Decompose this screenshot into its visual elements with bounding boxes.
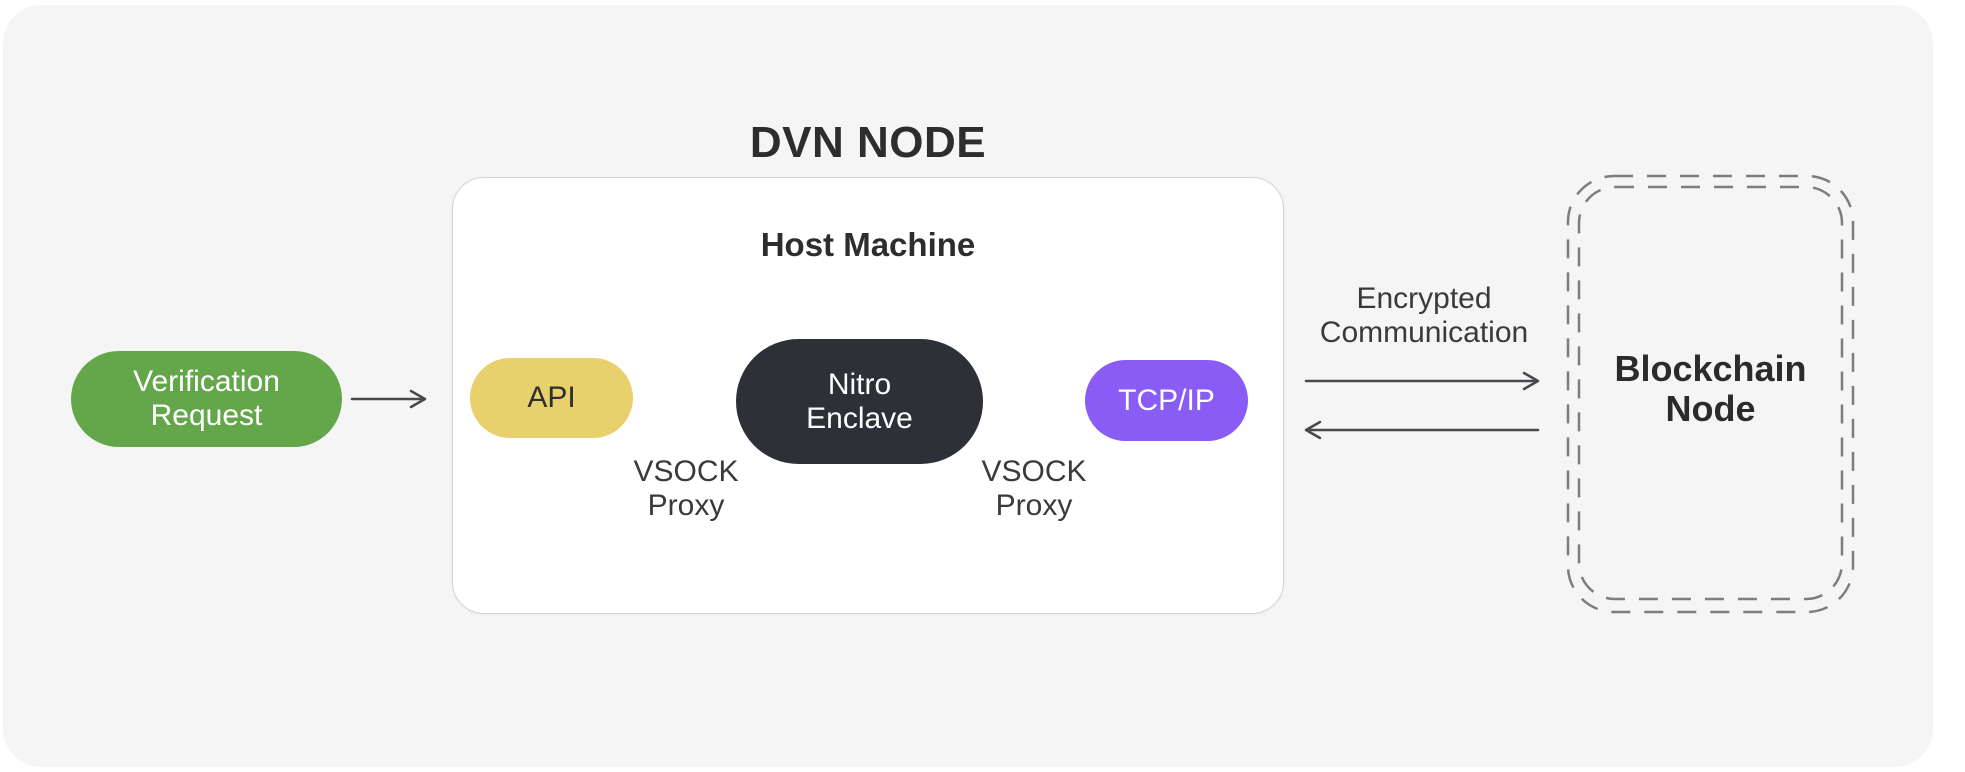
vsock-proxy-right-line2: Proxy — [995, 489, 1073, 522]
nitro-enclave-label-line2: Enclave — [806, 401, 913, 435]
vsock-proxy-left-line1: VSOCK — [633, 455, 739, 488]
verification-request-label-line1: Verification — [133, 365, 280, 398]
blockchain-node-label: Blockchain Node — [1568, 349, 1853, 429]
blockchain-node-line1: Blockchain — [1614, 348, 1807, 389]
nitro-enclave-node: Nitro Enclave — [736, 339, 983, 464]
vsock-proxy-left-line2: Proxy — [647, 489, 725, 522]
vsock-proxy-label-left: VSOCK Proxy — [576, 455, 796, 523]
diagram-title: DVN NODE — [749, 118, 987, 167]
vsock-proxy-right-line1: VSOCK — [981, 455, 1087, 488]
encrypted-communication-label: Encrypted Communication — [1264, 282, 1584, 350]
verification-request-node: Verification Request — [71, 351, 342, 447]
encrypted-communication-line2: Communication — [1319, 316, 1529, 349]
tcp-ip-label: TCP/IP — [1118, 383, 1215, 417]
api-node: API — [470, 358, 633, 438]
api-label: API — [527, 381, 576, 414]
blockchain-node-line2: Node — [1665, 388, 1756, 429]
nitro-enclave-label-line1: Nitro — [827, 367, 892, 401]
verification-request-label-line2: Request — [150, 399, 263, 432]
host-machine-title: Host Machine — [760, 226, 976, 263]
tcp-ip-node: TCP/IP — [1085, 360, 1248, 441]
encrypted-communication-line1: Encrypted — [1356, 282, 1492, 315]
vsock-proxy-label-right: VSOCK Proxy — [924, 455, 1144, 523]
